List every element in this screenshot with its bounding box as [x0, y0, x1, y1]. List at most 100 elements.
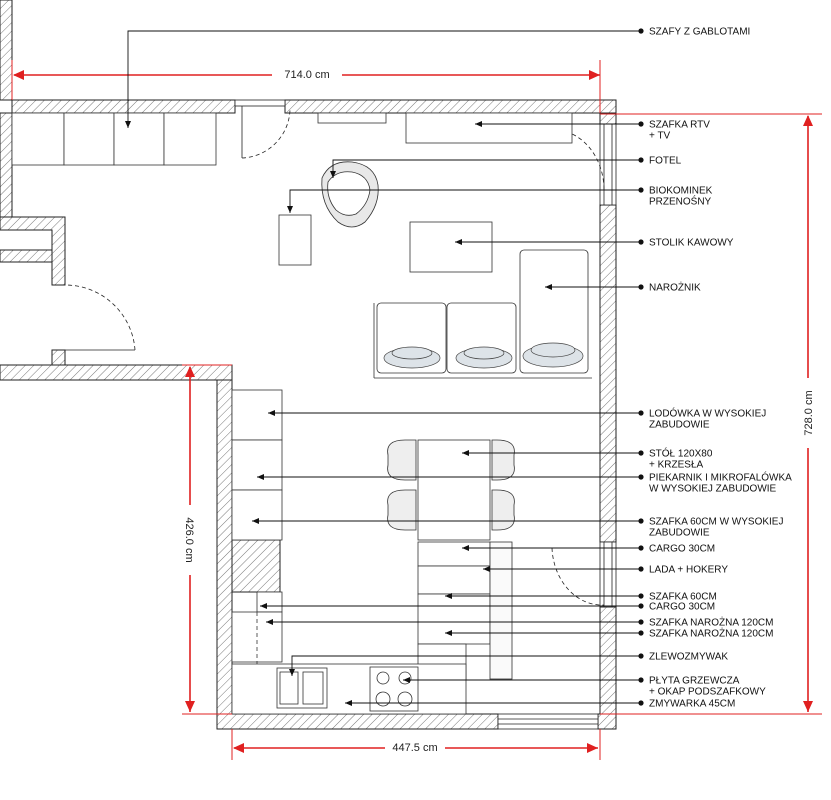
leader-dot-naroznik [638, 284, 644, 290]
wall-shelf [317, 112, 387, 124]
label-line: ZABUDOWIE [649, 420, 710, 431]
wall-right-upper [599, 112, 617, 125]
furniture [11, 112, 592, 715]
label-szafka60: SZAFKA 60CM [649, 592, 717, 603]
label-line: SZAFKA RTV [649, 120, 710, 131]
wardrobe-4 [163, 112, 217, 166]
tall-unit-60 [231, 489, 283, 541]
wall-left-vertical-1 [0, 0, 13, 101]
wall-bottom-right [597, 713, 617, 730]
tall-unit-fridge [231, 389, 283, 441]
label-line: SZAFKA NAROŻNA 120CM [649, 616, 773, 629]
pillows [383, 342, 584, 369]
leader-dot-zlew [638, 653, 644, 659]
label-line: PIEKARNIK I MIKROFALÓWKA [649, 471, 792, 484]
label-fotel: FOTEL [649, 156, 682, 167]
leader-dot-fotel [638, 157, 644, 163]
label-line: LADA + HOKERY [649, 565, 728, 576]
label-line: CARGO 30CM [649, 544, 715, 555]
counter-60 [417, 593, 491, 645]
wardrobe-1 [11, 112, 65, 166]
leader-lines [125, 30, 640, 706]
leader-dot-szafy [638, 28, 644, 34]
label-line: LODÓWKA W WYSOKIEJ [649, 407, 766, 420]
label-narozna1: SZAFKA NAROŻNA 120CM [649, 616, 773, 629]
dining-table [417, 439, 491, 541]
wall-left-kitchen [216, 364, 233, 715]
label-lada: LADA + HOKERY [649, 565, 728, 576]
dim-bottom-label: 447.5 cm [392, 742, 437, 754]
wall-right-lower [599, 606, 617, 715]
leader-dot-szafka60 [638, 593, 644, 599]
leader-zlew [289, 655, 640, 676]
label-line: FOTEL [649, 156, 682, 167]
label-line: + TV [649, 131, 671, 142]
leader-szafy [125, 30, 640, 128]
wall-bottom-left [216, 713, 499, 730]
labels: SZAFY Z GABLOTAMI SZAFKA RTV+ TV FOTEL BIOK… [638, 27, 792, 710]
label-stol: STÓŁ 120X80+ KRZESŁA [649, 447, 713, 471]
window-right-lower-swing [551, 547, 605, 606]
label-line: + KRZESŁA [649, 460, 704, 471]
wall-left-horizontal [0, 364, 233, 381]
label-line: STOLIK KAWOWY [649, 238, 734, 249]
sofa-corner-arm [519, 249, 589, 374]
label-line: ZLEWOZMYWAK [649, 652, 728, 663]
dim-top-label: 714.0 cm [284, 69, 329, 81]
door-top-swing [241, 109, 291, 159]
label-cargo30b: CARGO 30CM [649, 602, 715, 613]
label-szafy: SZAFY Z GABLOTAMI [649, 27, 750, 38]
label-line: PRZENOŚNY [649, 195, 712, 208]
wardrobe-3 [113, 112, 165, 166]
window-right-upper [599, 123, 617, 206]
label-line: ZMYWARKA 45CM [649, 699, 735, 710]
label-line: CARGO 30CM [649, 602, 715, 613]
wardrobe-2 [63, 112, 115, 166]
leader-dot-piekarnik [638, 474, 644, 480]
kitchen-cargo [256, 591, 283, 613]
label-line: SZAFKA 60CM W WYSOKIEJ [649, 517, 783, 528]
label-line: W WYSOKIEJ ZABUDOWIE [649, 484, 777, 495]
bar-stools [489, 541, 513, 680]
label-line: + OKAP PODSZAFKOWY [649, 687, 766, 698]
wall-left-stub [0, 249, 53, 263]
chair-1 [387, 439, 417, 481]
leader-dot-biokominek [638, 187, 644, 193]
counter-cargo [417, 541, 491, 567]
leader-dot-rtv [638, 121, 644, 127]
leader-dot-cargo30b [638, 603, 644, 609]
wall-top-right [284, 99, 617, 114]
leader-dot-cargo30a [638, 545, 644, 551]
door-left-swing [64, 284, 136, 351]
label-line: SZAFKA 60CM [649, 592, 717, 603]
tv-cabinet [405, 112, 573, 144]
counter-lada [417, 565, 491, 595]
dim-left-label: 426.0 cm [183, 517, 195, 562]
label-line: PŁYTA GRZEWCZA [649, 676, 740, 687]
leader-fotel [330, 159, 640, 178]
label-zlew: ZLEWOZMYWAK [649, 652, 728, 663]
leader-dot-narozna2 [638, 630, 644, 636]
chair-4 [491, 489, 515, 531]
wall-left-vertical-2 [0, 112, 13, 218]
dimension-texts: 714.0 cm 728.0 cm 426.0 cm 447.5 cm [183, 67, 815, 754]
label-naroznik: NAROŻNIK [649, 281, 701, 294]
kitchen-bottom-run [231, 663, 467, 715]
chair-2 [387, 489, 417, 531]
doors [64, 99, 617, 730]
label-line: SZAFY Z GABLOTAMI [649, 27, 750, 38]
label-line: BIOKOMINEK [649, 186, 713, 197]
tall-unit-oven [231, 439, 283, 491]
label-narozna2: SZAFKA NAROŻNA 120CM [649, 627, 773, 640]
wall-left-post [51, 349, 66, 366]
leader-dot-stolik [638, 239, 644, 245]
dim-right-label: 728.0 cm [803, 390, 815, 435]
wall-right-mid [599, 204, 617, 543]
hob [369, 666, 419, 712]
wall-left-inner [231, 539, 281, 593]
wall-top [11, 99, 236, 114]
